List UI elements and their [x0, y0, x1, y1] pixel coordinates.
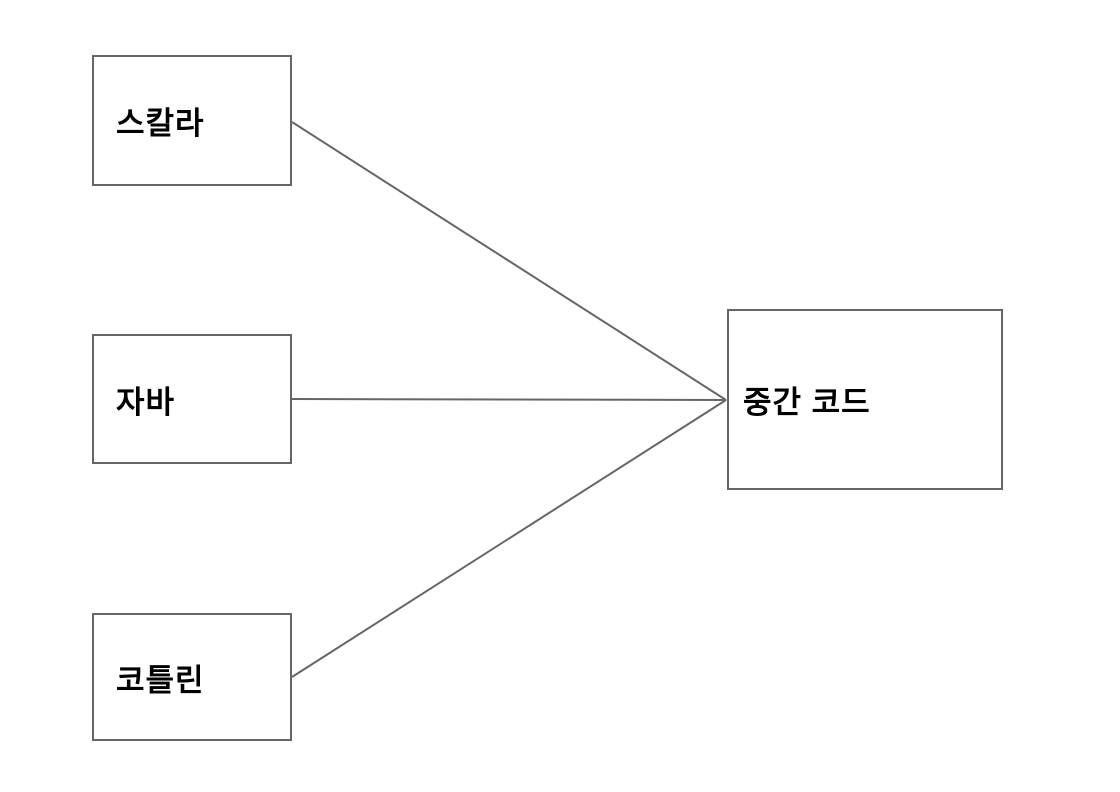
edge-kotlin-to-intermediate — [291, 399, 727, 678]
node-java-label: 자바 — [116, 384, 176, 420]
edge-scala-to-intermediate — [291, 121, 727, 401]
node-intermediate: 중간 코드 — [727, 309, 1003, 490]
node-kotlin-label: 코틀린 — [116, 662, 205, 698]
node-scala-label: 스칼라 — [116, 106, 205, 141]
node-java: 자바 — [92, 334, 292, 464]
node-intermediate-label: 중간 코드 — [743, 385, 871, 420]
node-kotlin: 코틀린 — [92, 613, 292, 741]
edge-java-to-intermediate — [291, 398, 727, 401]
node-scala: 스칼라 — [92, 55, 292, 186]
